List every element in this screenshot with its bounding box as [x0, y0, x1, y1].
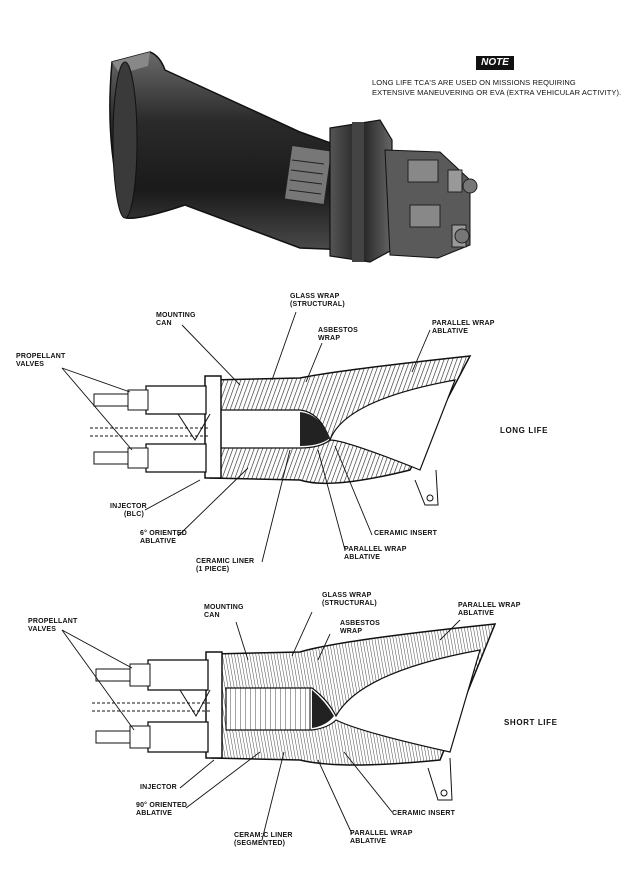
short-ceramic-insert-label: CERAMIC INSERT [392, 810, 456, 817]
short-life-diagram [92, 623, 497, 801]
long-ceramic-insert-label: CERAMIC INSERT [374, 530, 438, 537]
long-glass-wrap-label: GLASS WRAP(STRUCTURAL) [290, 293, 345, 308]
long-life-diagram [90, 355, 472, 506]
note-text: LONG LIFE TCA'S ARE USED ON MISSIONS REQ… [372, 78, 640, 98]
note-badge: NOTE [476, 56, 514, 70]
note-line-1: LONG LIFE TCA'S ARE USED ON MISSIONS REQ… [372, 78, 576, 87]
long-ceramic-liner-label: CERAMIC LINER(1 PIECE) [196, 558, 255, 573]
thruster-photo [109, 51, 478, 263]
short-glass-wrap-label: GLASS WRAP(STRUCTURAL) [322, 592, 377, 607]
short-ceramic-liner-label: CERAM:C LINER(SEGMENTED) [234, 832, 293, 847]
long-injector-label: INJECTOR(BLC) [110, 503, 147, 518]
short-injector-label: INJECTOR [140, 784, 177, 791]
long-life-title: LONG LIFE [500, 426, 549, 435]
short-life-title: SHORT LIFE [504, 718, 558, 727]
note-line-2: EXTENSIVE MANEUVERING OR EVA (EXTRA VEHI… [372, 88, 622, 97]
short-life-leaders [61, 611, 461, 841]
long-life-leaders [61, 311, 431, 563]
